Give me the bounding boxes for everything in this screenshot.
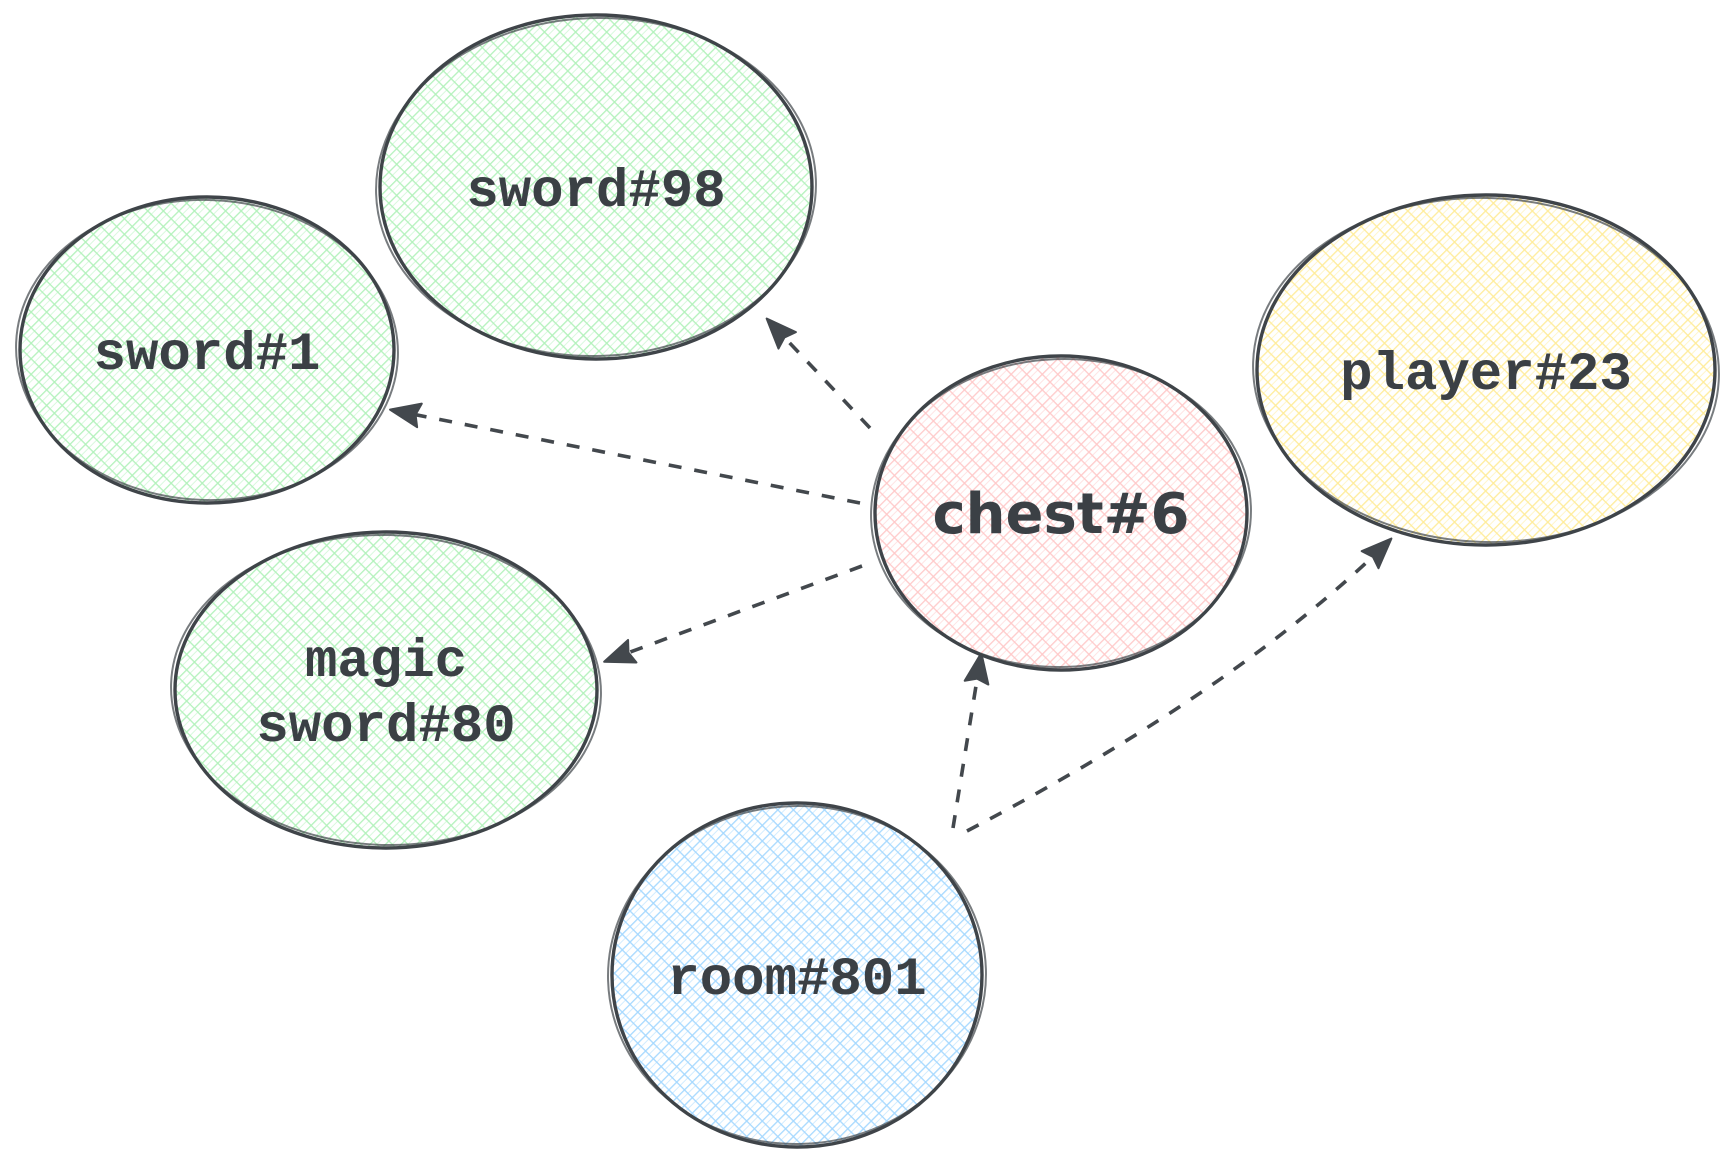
node-outline [173,530,599,850]
edge-room801-player23[interactable] [966,530,1400,833]
node-label-line: player#23 [1340,345,1632,406]
node-outline-sketch [375,16,817,358]
node-room801[interactable]: room#801 [603,800,991,1149]
edge-chest6-sword1[interactable] [388,398,861,505]
node-label-line: room#801 [667,950,926,1011]
arrowhead-icon [963,652,990,686]
node-outline-sketch [870,357,1252,669]
edge-chest6-magicsword80[interactable] [600,564,863,673]
node-outline [1255,193,1717,547]
node-label: sword#98 [466,162,725,223]
edge-chest6-sword98[interactable] [758,310,872,430]
node-label: player#23 [1340,345,1632,406]
node-label-line: sword#98 [466,162,725,223]
node-player23[interactable]: player#23 [1247,190,1725,550]
node-fill [380,15,812,359]
node-outline [378,13,814,361]
node-label-line: chest#6 [932,482,1189,547]
node-label-line: magic [305,632,467,693]
edge-dashed-line [605,564,863,663]
node-label-line: sword#80 [256,697,515,758]
node-fill [20,197,394,503]
arrowhead-icon [765,317,797,350]
node-outline-sketch [15,198,399,502]
node-label: chest#6 [932,482,1189,547]
edge-dashed-line [391,408,861,505]
node-label-line: sword#1 [94,325,321,386]
node-fill [612,803,982,1147]
edge-dashed-line [966,538,1392,833]
node-outline-sketch [607,804,987,1146]
node-outline [18,195,396,505]
node-fill [1257,195,1715,545]
node-outline [873,354,1249,672]
node-sword1[interactable]: sword#1 [10,193,403,507]
node-label: sword#1 [94,325,321,386]
edge-dashed-line [951,654,983,829]
node-fill [175,532,597,848]
arrowhead-icon [603,638,638,664]
node-label: room#801 [667,950,926,1011]
node-sword98[interactable]: sword#98 [371,11,821,363]
node-outline [610,801,984,1149]
node-outline-sketch [170,533,602,847]
arrowhead-icon [1360,537,1393,570]
node-fill [875,356,1247,670]
node-chest6[interactable]: chest#6 [866,352,1257,673]
edges-layer [388,310,1400,833]
arrowhead-icon [389,402,423,429]
edge-room801-chest6[interactable] [951,651,993,829]
node-outline-sketch [1252,196,1720,544]
